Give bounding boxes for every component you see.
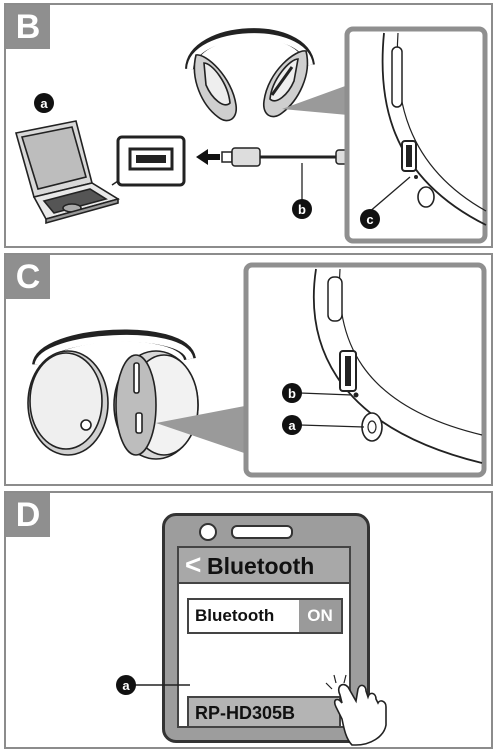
callout-a-badge <box>34 93 54 113</box>
phone-screen: < Bluetooth Bluetooth ON RP-HD305B <box>177 546 351 728</box>
callout-a-badge <box>282 415 302 435</box>
callout-c-badge <box>360 209 380 229</box>
panel-d: D < Bluetooth Bluetooth ON RP-HD305B a <box>4 491 493 749</box>
headphones-icon <box>185 28 315 122</box>
callout-c-text: c <box>366 212 373 227</box>
callout-b-badge <box>292 199 312 219</box>
phone-camera <box>199 523 217 541</box>
callout-b-line <box>299 392 353 396</box>
callout-a-line <box>299 424 365 428</box>
callout-a-badge <box>116 675 136 695</box>
panel-b-tag: B <box>6 5 50 49</box>
panel-c-tag: C <box>6 255 50 299</box>
usb-port-icon <box>111 135 186 187</box>
panel-c: C b <box>4 253 493 486</box>
headphones-icon <box>27 329 199 460</box>
callout-b-badge <box>282 383 302 403</box>
callout-a-text: a <box>288 418 296 433</box>
callout-a-text: a <box>122 678 130 693</box>
bluetooth-toggle-label: Bluetooth <box>195 606 275 625</box>
zoom-connector <box>282 85 348 115</box>
laptop-icon <box>14 120 120 225</box>
callout-c-line <box>367 176 411 214</box>
usb-cable-icon <box>221 147 365 167</box>
zoom-connector <box>156 405 250 455</box>
panel-b-illustration: a b c <box>14 26 488 244</box>
panel-b: B <box>4 3 493 248</box>
callout-b-text: b <box>298 202 306 217</box>
phone-speaker <box>231 525 293 539</box>
headphone-detail-inset <box>243 262 487 478</box>
bluetooth-toggle-switch[interactable]: ON <box>299 600 341 632</box>
callout-b-text: b <box>288 386 296 401</box>
screen-header-title: Bluetooth <box>207 553 315 579</box>
panel-d-tag: D <box>6 493 50 537</box>
screen-header: < Bluetooth <box>179 548 349 584</box>
back-chevron-icon[interactable]: < <box>185 549 202 580</box>
arrow-left <box>196 149 220 165</box>
phone-body: < Bluetooth Bluetooth ON RP-HD305B <box>162 513 370 743</box>
callout-a-text: a <box>40 96 48 111</box>
paired-device-item[interactable]: RP-HD305B <box>187 696 341 728</box>
bluetooth-toggle-row[interactable]: Bluetooth ON <box>187 598 343 634</box>
headphone-detail-inset <box>344 26 488 244</box>
panel-c-illustration: b a <box>27 262 487 478</box>
paired-device-name: RP-HD305B <box>195 703 296 723</box>
